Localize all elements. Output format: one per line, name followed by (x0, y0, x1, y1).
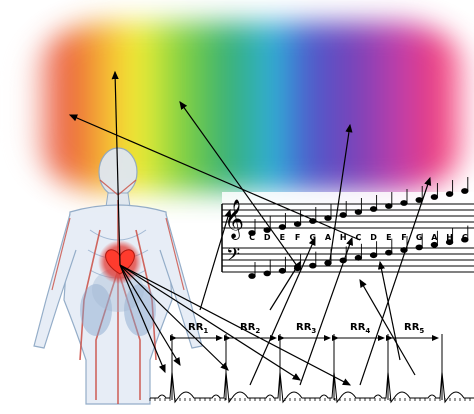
note-name-label: G (416, 233, 423, 242)
note-name-label: F (401, 233, 406, 242)
treble-note (386, 204, 392, 209)
rr-label-5: RR5 (404, 322, 424, 335)
bass-note (249, 274, 255, 279)
note-name-label: A (431, 233, 438, 242)
treble-note (340, 213, 346, 218)
treble-note (431, 195, 437, 200)
note-name-label: E (280, 233, 285, 242)
treble-note (370, 207, 376, 212)
treble-note (446, 192, 452, 197)
note-name-label: G (310, 233, 317, 242)
treble-note (462, 189, 468, 194)
bass-note (416, 245, 422, 250)
rr-intervals: RR1 RR2 RR3 RR4 RR5 (172, 322, 442, 400)
note-name-label: D (370, 233, 377, 242)
bass-note (386, 250, 392, 255)
bass-note (431, 242, 437, 247)
treble-note (401, 201, 407, 206)
bass-note (279, 268, 285, 273)
note-name-label: F (295, 233, 300, 242)
treble-note (325, 216, 331, 221)
bass-note (310, 263, 316, 268)
treble-note (355, 210, 361, 215)
note-name-label: C (462, 233, 468, 242)
rr-label-4: RR4 (350, 322, 370, 335)
bass-note (370, 253, 376, 258)
note-name-label: A (325, 233, 332, 242)
treble-note (279, 225, 285, 230)
music-staff: 𝄞 𝄢 CDEFGAHCDEFGAHC (222, 177, 474, 282)
bass-clef-icon: 𝄢 (226, 245, 240, 270)
bass-note (355, 255, 361, 260)
bass-note (325, 261, 331, 266)
note-name-label: E (386, 233, 391, 242)
note-name-label: C (355, 233, 361, 242)
bass-note (264, 271, 270, 276)
note-name-label: H (446, 233, 453, 242)
treble-note (294, 222, 300, 227)
rr-label-3: RR3 (296, 322, 316, 335)
note-name-label: D (264, 233, 271, 242)
treble-note (264, 228, 270, 233)
note-name-label: C (249, 233, 255, 242)
ecg-trace (150, 372, 474, 402)
